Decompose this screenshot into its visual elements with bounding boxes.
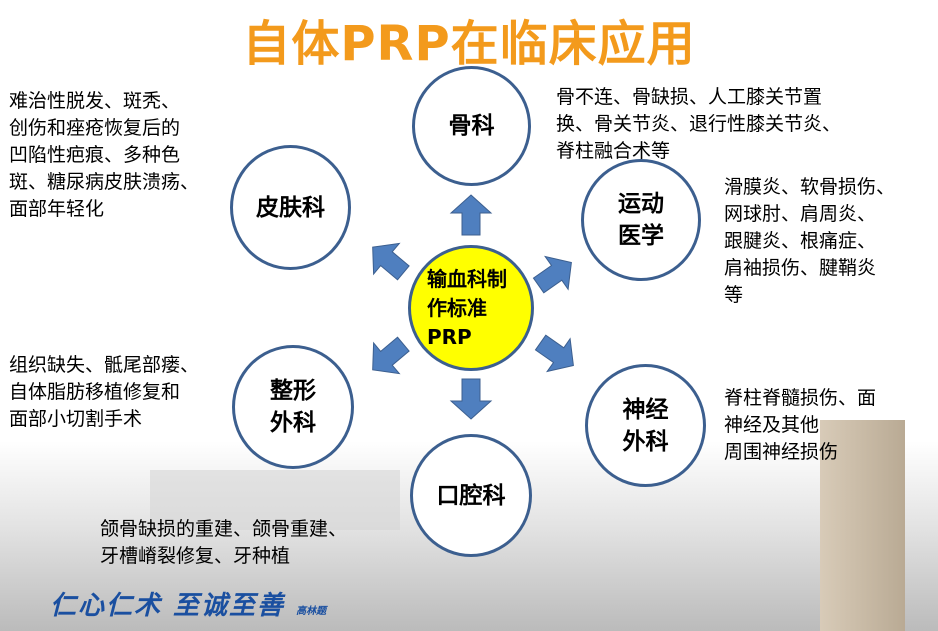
- desc-line: 牙槽嵴裂修复、牙种植: [100, 545, 291, 567]
- node-sports-medicine: 运动医学: [581, 159, 701, 281]
- desc-line: 换、骨关节炎、退行性膝关节炎、: [556, 113, 842, 135]
- arrow-up-left-icon: [372, 242, 410, 281]
- desc-line: 脊柱融合术等: [556, 140, 671, 162]
- desc-neurosurgery: 脊柱脊髓损伤、面神经及其他周围神经损伤: [724, 385, 876, 466]
- desc-line: 颌骨缺损的重建、颌骨重建、: [100, 518, 348, 540]
- desc-line: 面部年轻化: [9, 198, 105, 220]
- hospital-motto-calligraphy: 仁心仁术 至诚至善 高林题: [50, 585, 326, 622]
- motto-signature: 高林题: [296, 606, 327, 617]
- desc-stomatology: 颌骨缺损的重建、颌骨重建、牙槽嵴裂修复、牙种植: [100, 516, 347, 570]
- node-label: 骨科: [448, 113, 495, 139]
- desc-dermatology: 难治性脱发、斑秃、创伤和痤疮恢复后的凹陷性疤痕、多种色斑、糖尿病皮肤溃疡、面部年…: [9, 88, 199, 223]
- node-dermatology: 皮肤科: [230, 145, 351, 270]
- arrow-up-icon: [449, 194, 493, 236]
- node-orthopedics: 骨科: [412, 66, 531, 186]
- desc-line: 肩袖损伤、腱鞘炎: [724, 257, 877, 279]
- desc-sports-medicine: 滑膜炎、软骨损伤、网球肘、肩周炎、跟腱炎、根痛症、肩袖损伤、腱鞘炎等: [724, 174, 895, 309]
- center-line: PRP: [427, 324, 472, 349]
- desc-line: 难治性脱发、斑秃、: [9, 90, 181, 112]
- arrow-down-icon: [449, 378, 493, 420]
- desc-line: 自体脂肪移植修复和: [9, 381, 181, 403]
- desc-line: 滑膜炎、软骨损伤、: [724, 176, 896, 198]
- desc-line: 骨不连、骨缺损、人工膝关节置: [556, 86, 823, 108]
- desc-line: 脊柱脊髓损伤、面: [724, 387, 877, 409]
- desc-line: 创伤和痤疮恢复后的: [9, 117, 181, 139]
- desc-plastic-surgery: 组织缺失、骶尾部瘘、自体脂肪移植修复和面部小切割手术: [9, 352, 199, 433]
- desc-line: 网球肘、肩周炎、: [724, 203, 877, 225]
- old-building-image: [150, 470, 400, 530]
- arrow-up-right-icon: [532, 255, 572, 294]
- arrow-down-left-icon: [372, 336, 410, 375]
- desc-line: 面部小切割手术: [9, 408, 143, 430]
- node-stomatology: 口腔科: [410, 434, 532, 557]
- node-label: 运动: [618, 191, 664, 217]
- node-label: 外科: [622, 428, 669, 455]
- desc-line: 等: [724, 284, 744, 306]
- desc-line: 组织缺失、骶尾部瘘、: [9, 354, 200, 376]
- node-label: 外科: [270, 410, 316, 436]
- page-title: 自体PRP在临床应用: [242, 16, 696, 72]
- desc-line: 斑、糖尿病皮肤溃疡、: [9, 171, 200, 193]
- hospital-building-image: [820, 420, 905, 631]
- center-node-prp: 输血科制作标准 PRP: [408, 245, 534, 371]
- motto-text: 仁心仁术 至诚至善: [50, 591, 286, 621]
- desc-line: 跟腱炎、根痛症、: [724, 230, 877, 252]
- node-label: 神经: [622, 396, 669, 423]
- arrow-down-right-icon: [534, 334, 574, 373]
- desc-orthopedics: 骨不连、骨缺损、人工膝关节置换、骨关节炎、退行性膝关节炎、脊柱融合术等: [556, 84, 841, 165]
- node-plastic-surgery: 整形外科: [232, 345, 354, 469]
- node-label: 医学: [618, 223, 664, 249]
- node-label: 整形: [270, 378, 316, 404]
- node-neurosurgery: 神经外科: [585, 364, 706, 487]
- desc-line: 周围神经损伤: [724, 441, 839, 463]
- desc-line: 神经及其他: [724, 414, 820, 436]
- node-label: 皮肤科: [256, 194, 325, 221]
- center-line: 作标准: [427, 295, 487, 320]
- desc-line: 凹陷性疤痕、多种色: [9, 144, 181, 166]
- center-line: 输血科制: [427, 266, 507, 291]
- node-label: 口腔科: [436, 482, 506, 509]
